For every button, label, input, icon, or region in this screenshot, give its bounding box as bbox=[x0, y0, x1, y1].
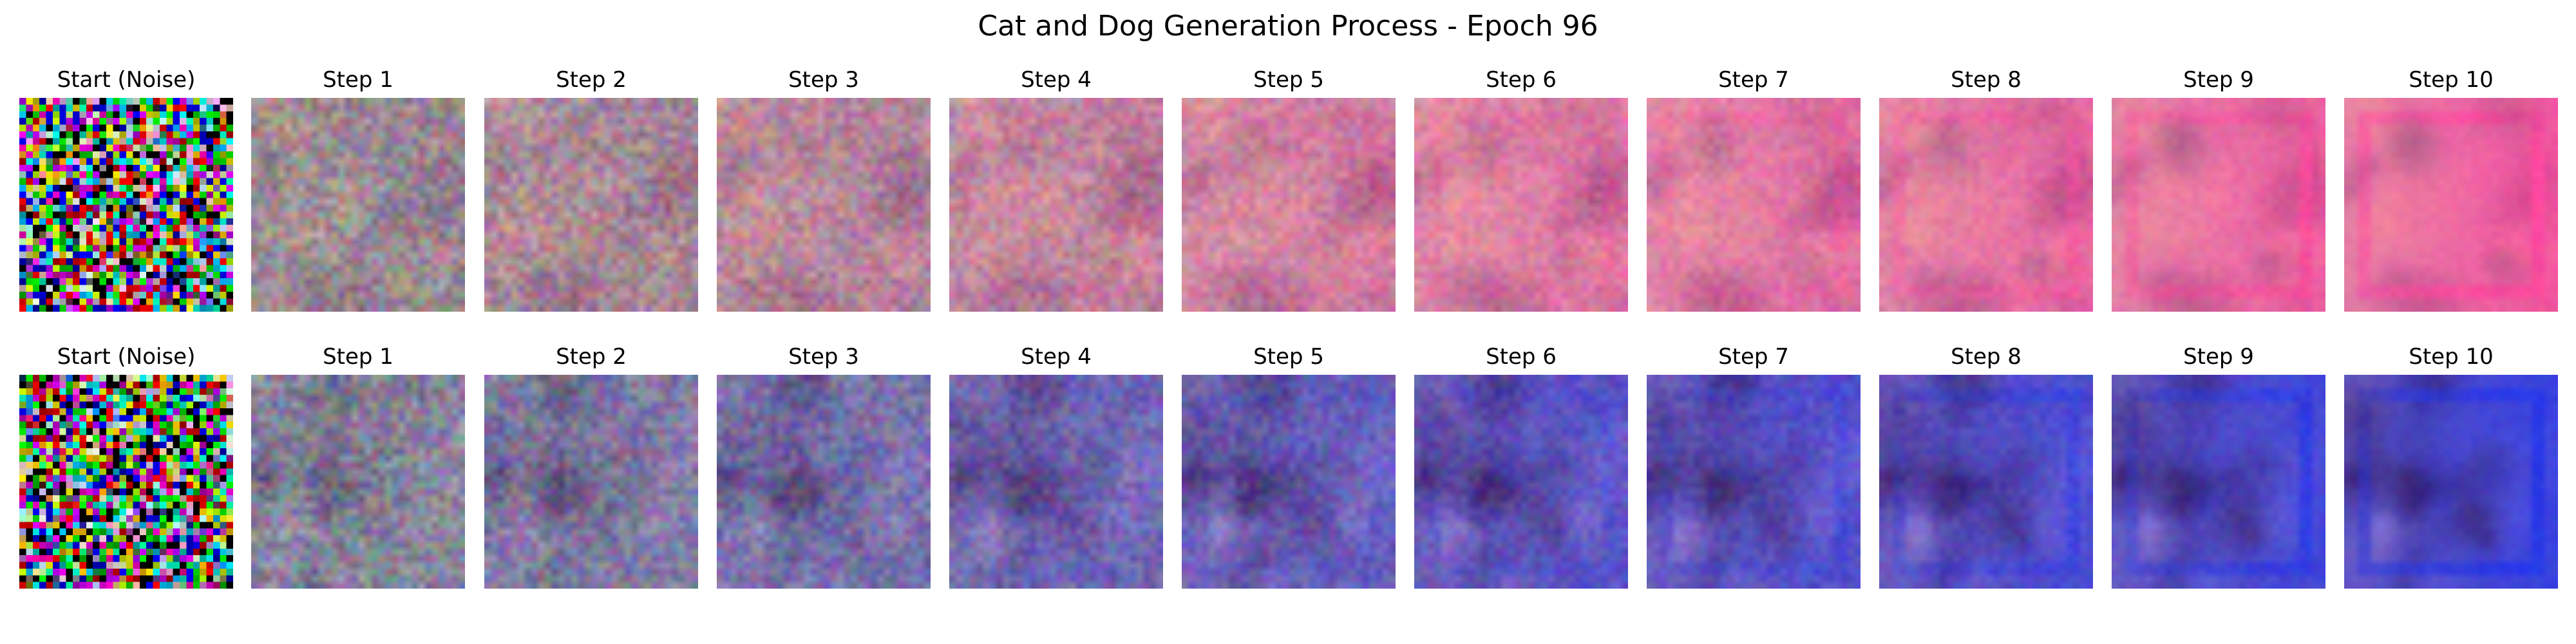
cat-panel-step-4: Step 4 bbox=[949, 64, 1163, 322]
dog-generated-image bbox=[1182, 375, 1396, 589]
image-canvas bbox=[2344, 98, 2558, 312]
image-canvas bbox=[1647, 98, 1861, 312]
dog-panel-step-7: Step 7 bbox=[1647, 341, 1861, 599]
dog-generated-image bbox=[717, 375, 931, 589]
dog-panel-step-5: Step 5 bbox=[1182, 341, 1396, 599]
cat-panel-step-8: Step 8 bbox=[1879, 64, 2093, 322]
cat-generated-image bbox=[2344, 98, 2558, 312]
panel-title: Step 6 bbox=[1486, 67, 1557, 93]
dog-panel-step-4: Step 4 bbox=[949, 341, 1163, 599]
dog-generated-image bbox=[19, 375, 233, 589]
cat-generated-image bbox=[251, 98, 465, 312]
dog-generated-image bbox=[1414, 375, 1628, 589]
cat-panel-step-9: Step 9 bbox=[2112, 64, 2325, 322]
cat-panel-step-0: Start (Noise) bbox=[19, 64, 233, 322]
cat-panel-step-3: Step 3 bbox=[717, 64, 931, 322]
panel-title: Start (Noise) bbox=[57, 344, 196, 370]
cat-panel-step-10: Step 10 bbox=[2344, 64, 2558, 322]
cat-panel-step-1: Step 1 bbox=[251, 64, 465, 322]
cat-generated-image bbox=[484, 98, 698, 312]
dog-panel-step-2: Step 2 bbox=[484, 341, 698, 599]
image-canvas bbox=[251, 98, 465, 312]
dog-panel-step-3: Step 3 bbox=[717, 341, 931, 599]
dog-panel-step-1: Step 1 bbox=[251, 341, 465, 599]
cat-generated-image bbox=[949, 98, 1163, 312]
panel-title: Step 7 bbox=[1718, 67, 1789, 93]
image-canvas bbox=[717, 375, 931, 589]
dog-generation-row: Start (Noise) Step 1 Step 2 Step 3 Step 4 Ste… bbox=[0, 341, 2576, 599]
dog-generated-image bbox=[1647, 375, 1861, 589]
cat-generated-image bbox=[1647, 98, 1861, 312]
panel-title: Step 5 bbox=[1253, 344, 1324, 370]
cat-generation-row: Start (Noise) Step 1 Step 2 Step 3 Step 4 Ste… bbox=[0, 64, 2576, 322]
panel-title: Step 9 bbox=[2183, 67, 2254, 93]
cat-panel-step-2: Step 2 bbox=[484, 64, 698, 322]
cat-generated-image bbox=[1182, 98, 1396, 312]
cat-generated-image bbox=[1879, 98, 2093, 312]
panel-title: Start (Noise) bbox=[57, 67, 196, 93]
cat-generated-image bbox=[1414, 98, 1628, 312]
image-canvas bbox=[251, 375, 465, 589]
dog-panel-step-10: Step 10 bbox=[2344, 341, 2558, 599]
panel-title: Step 8 bbox=[1951, 67, 2022, 93]
image-canvas bbox=[1182, 375, 1396, 589]
dog-panel-step-8: Step 8 bbox=[1879, 341, 2093, 599]
panel-title: Step 10 bbox=[2409, 344, 2494, 370]
image-canvas bbox=[2344, 375, 2558, 589]
image-canvas bbox=[19, 98, 233, 312]
image-canvas bbox=[1879, 98, 2093, 312]
panel-title: Step 4 bbox=[1021, 67, 1092, 93]
panel-title: Step 2 bbox=[556, 344, 627, 370]
cat-generated-image bbox=[19, 98, 233, 312]
image-canvas bbox=[1879, 375, 2093, 589]
cat-panel-step-6: Step 6 bbox=[1414, 64, 1628, 322]
panel-title: Step 8 bbox=[1951, 344, 2022, 370]
panel-title: Step 1 bbox=[323, 67, 393, 93]
dog-generated-image bbox=[2344, 375, 2558, 589]
panel-title: Step 3 bbox=[788, 344, 859, 370]
panel-title: Step 6 bbox=[1486, 344, 1557, 370]
panel-title: Step 7 bbox=[1718, 344, 1789, 370]
image-canvas bbox=[484, 375, 698, 589]
image-canvas bbox=[2112, 375, 2325, 589]
dog-generated-image bbox=[2112, 375, 2325, 589]
image-canvas bbox=[1182, 98, 1396, 312]
cat-panel-step-5: Step 5 bbox=[1182, 64, 1396, 322]
dog-panel-step-0: Start (Noise) bbox=[19, 341, 233, 599]
image-canvas bbox=[19, 375, 233, 589]
image-canvas bbox=[717, 98, 931, 312]
cat-panel-step-7: Step 7 bbox=[1647, 64, 1861, 322]
image-canvas bbox=[1414, 375, 1628, 589]
panel-title: Step 3 bbox=[788, 67, 859, 93]
panel-title: Step 1 bbox=[323, 344, 393, 370]
dog-generated-image bbox=[949, 375, 1163, 589]
panel-title: Step 5 bbox=[1253, 67, 1324, 93]
image-canvas bbox=[2112, 98, 2325, 312]
panel-title: Step 10 bbox=[2409, 67, 2494, 93]
dog-generated-image bbox=[1879, 375, 2093, 589]
cat-generated-image bbox=[2112, 98, 2325, 312]
panel-title: Step 2 bbox=[556, 67, 627, 93]
dog-panel-step-9: Step 9 bbox=[2112, 341, 2325, 599]
dog-generated-image bbox=[484, 375, 698, 589]
panel-title: Step 9 bbox=[2183, 344, 2254, 370]
cat-generated-image bbox=[717, 98, 931, 312]
image-canvas bbox=[484, 98, 698, 312]
panel-title: Step 4 bbox=[1021, 344, 1092, 370]
figure-title: Cat and Dog Generation Process - Epoch 9… bbox=[978, 10, 1598, 43]
image-canvas bbox=[949, 375, 1163, 589]
dog-panel-step-6: Step 6 bbox=[1414, 341, 1628, 599]
dog-generated-image bbox=[251, 375, 465, 589]
image-canvas bbox=[1414, 98, 1628, 312]
image-canvas bbox=[1647, 375, 1861, 589]
image-canvas bbox=[949, 98, 1163, 312]
